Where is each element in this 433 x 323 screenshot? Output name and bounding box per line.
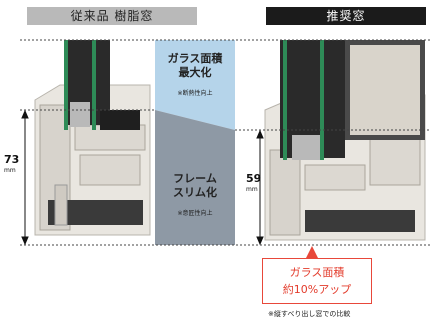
dimension-arrows	[21, 109, 264, 246]
glass-area-note: ※断熱性向上	[177, 90, 213, 97]
glass-area-title: ガラス面積 最大化	[155, 52, 235, 80]
glass-increase-callout: ガラス面積 約10%アップ	[262, 258, 372, 304]
glass-area-title-line2: 最大化	[178, 66, 212, 79]
header-conventional: 従来品 樹脂窓	[27, 7, 197, 25]
glass-area-panel	[155, 40, 235, 130]
frame-title-line2: スリム化	[173, 186, 217, 199]
dimension-left: 73 mm	[4, 154, 19, 176]
comparison-footnote: ※縦すべり出し窓での比較	[268, 310, 351, 318]
glass-area-title-line1: ガラス面積	[167, 52, 223, 65]
conventional-window-section	[34, 40, 151, 236]
frame-note: ※意匠性向上	[177, 210, 213, 217]
callout-pointer	[306, 246, 318, 258]
dimension-left-unit: mm	[4, 167, 16, 174]
callout-line1: ガラス面積	[289, 266, 345, 279]
dimension-left-value: 73	[4, 153, 20, 166]
recommended-window-section	[264, 40, 426, 241]
dimension-right: 59 mm	[246, 173, 261, 195]
callout-line2: 約10%アップ	[282, 283, 352, 296]
dimension-right-value: 59	[246, 172, 262, 185]
header-recommended: 推奨窓	[266, 7, 426, 25]
frame-slim-panel	[155, 110, 235, 245]
dimension-right-unit: mm	[246, 186, 258, 193]
frame-title: フレーム スリム化	[155, 172, 235, 200]
frame-title-line1: フレーム	[173, 172, 217, 185]
reference-lines	[20, 39, 430, 246]
